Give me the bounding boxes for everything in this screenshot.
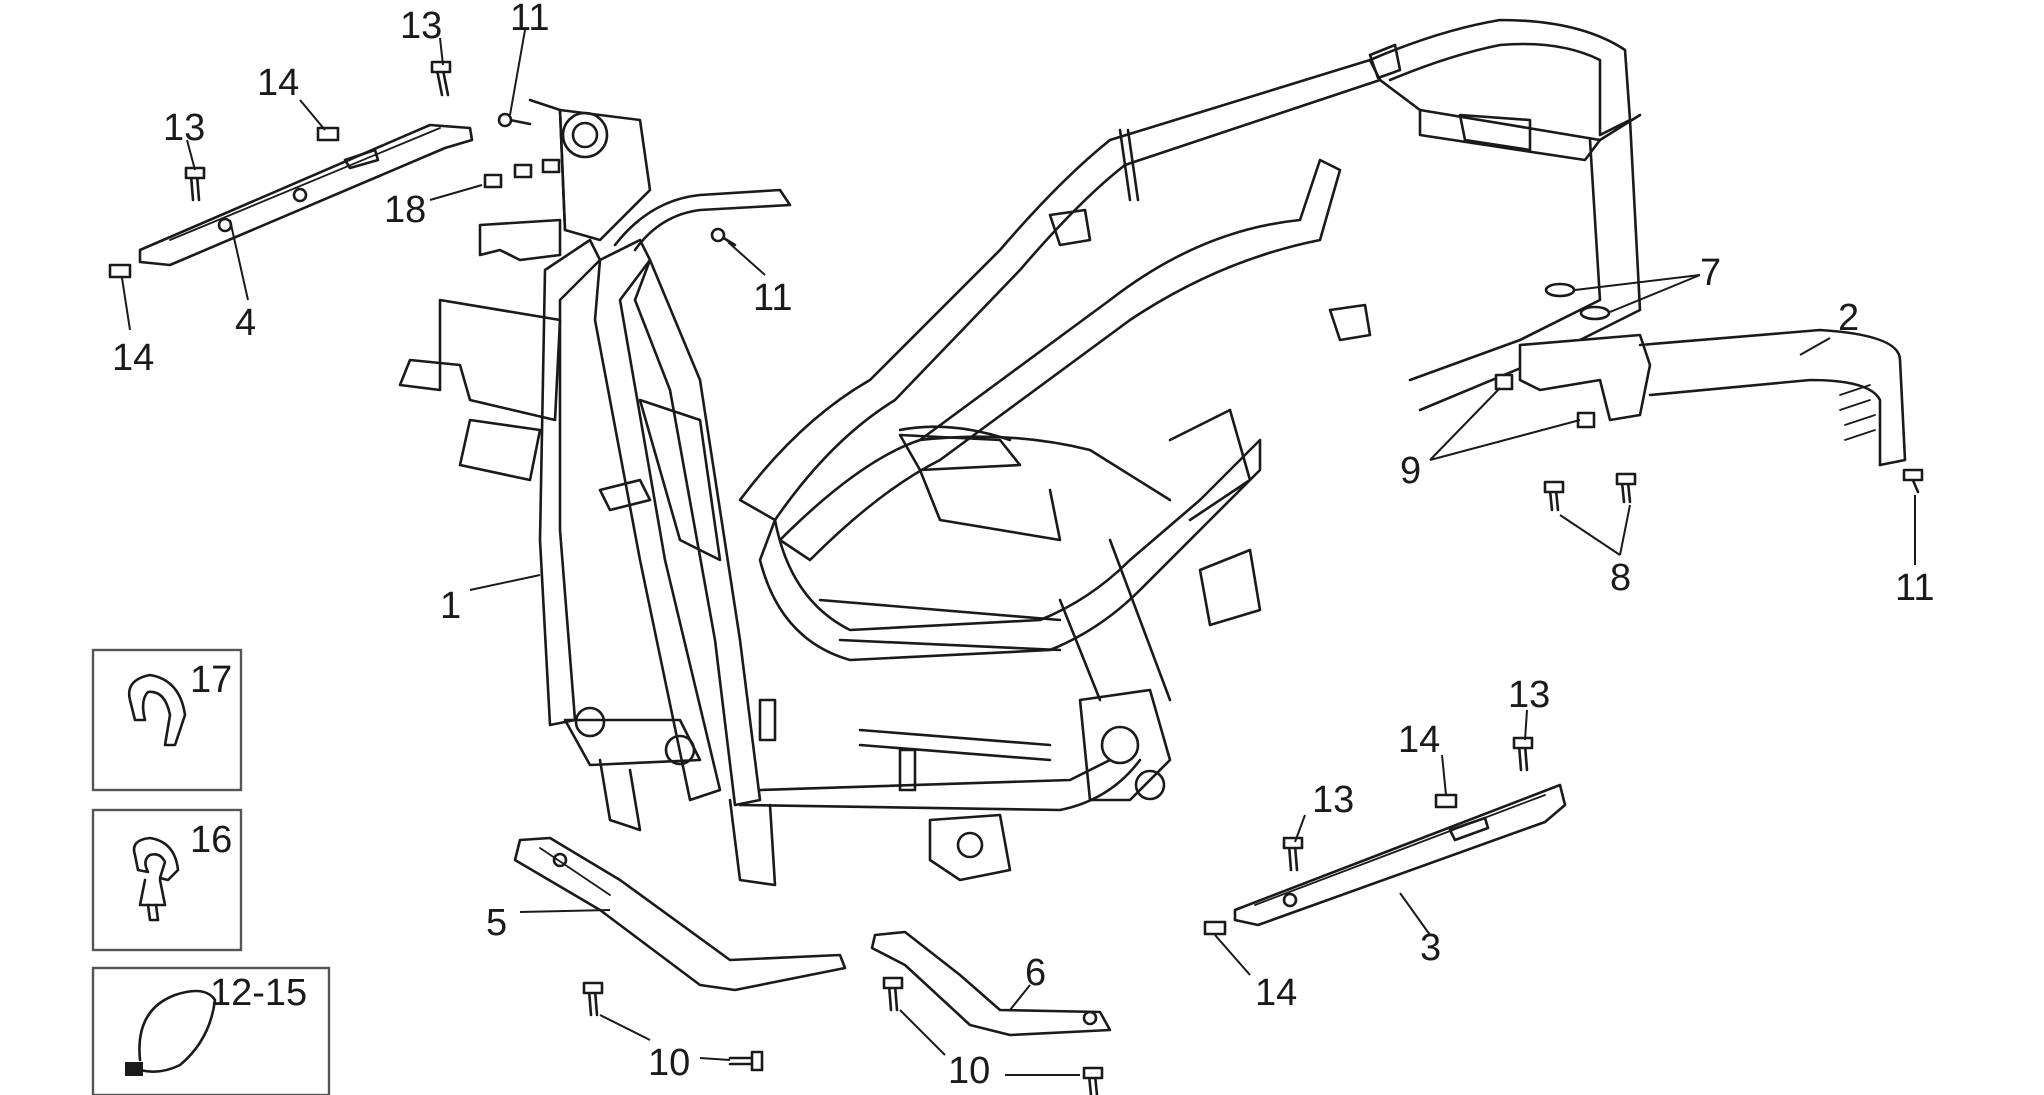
callout-4: 4: [235, 302, 256, 344]
fasteners: [108, 60, 1924, 1095]
callout-11a: 11: [510, 0, 549, 39]
callout-13b: 13: [163, 107, 205, 149]
bracket-part-2: [1518, 328, 1907, 467]
callout-labels: 1 2 3 4 5 6 7 8 9 10 10 11 11 11 13 13 1…: [112, 0, 1934, 1092]
bracket-part-3: [1233, 783, 1567, 927]
callout-18: 18: [384, 189, 426, 231]
callout-11b: 11: [753, 277, 792, 319]
inset-box-16: 16: [91, 808, 243, 952]
bracket-part-6: [870, 930, 1112, 1037]
callout-13a: 13: [400, 5, 442, 47]
callout-14d: 14: [1255, 972, 1297, 1014]
callout-2: 2: [1838, 297, 1859, 339]
callout-3: 3: [1420, 927, 1441, 969]
callout-1: 1: [440, 585, 461, 627]
callout-8: 8: [1610, 557, 1631, 599]
callout-11c: 11: [1895, 567, 1934, 609]
inset-box-12-15: 12-15: [91, 966, 331, 1095]
callout-13c: 13: [1508, 674, 1550, 716]
box-16-label: 16: [190, 819, 232, 861]
callout-10b: 10: [948, 1050, 990, 1092]
callout-6: 6: [1025, 952, 1046, 994]
main-frame: [398, 18, 1642, 887]
callout-7: 7: [1700, 252, 1721, 294]
callout-9: 9: [1400, 450, 1421, 492]
callout-10a: 10: [648, 1042, 690, 1084]
inset-box-17: 17: [91, 648, 243, 792]
callout-14c: 14: [1398, 719, 1440, 761]
callout-14a: 14: [257, 62, 299, 104]
callout-14b: 14: [112, 337, 154, 379]
box-12-15-label: 12-15: [210, 972, 307, 1014]
bracket-part-5: [513, 836, 847, 992]
callout-5: 5: [486, 902, 507, 944]
box-17-label: 17: [190, 659, 232, 701]
bracket-part-4: [138, 123, 474, 267]
callout-13d: 13: [1312, 779, 1354, 821]
leader-lines: [121, 29, 1916, 1076]
